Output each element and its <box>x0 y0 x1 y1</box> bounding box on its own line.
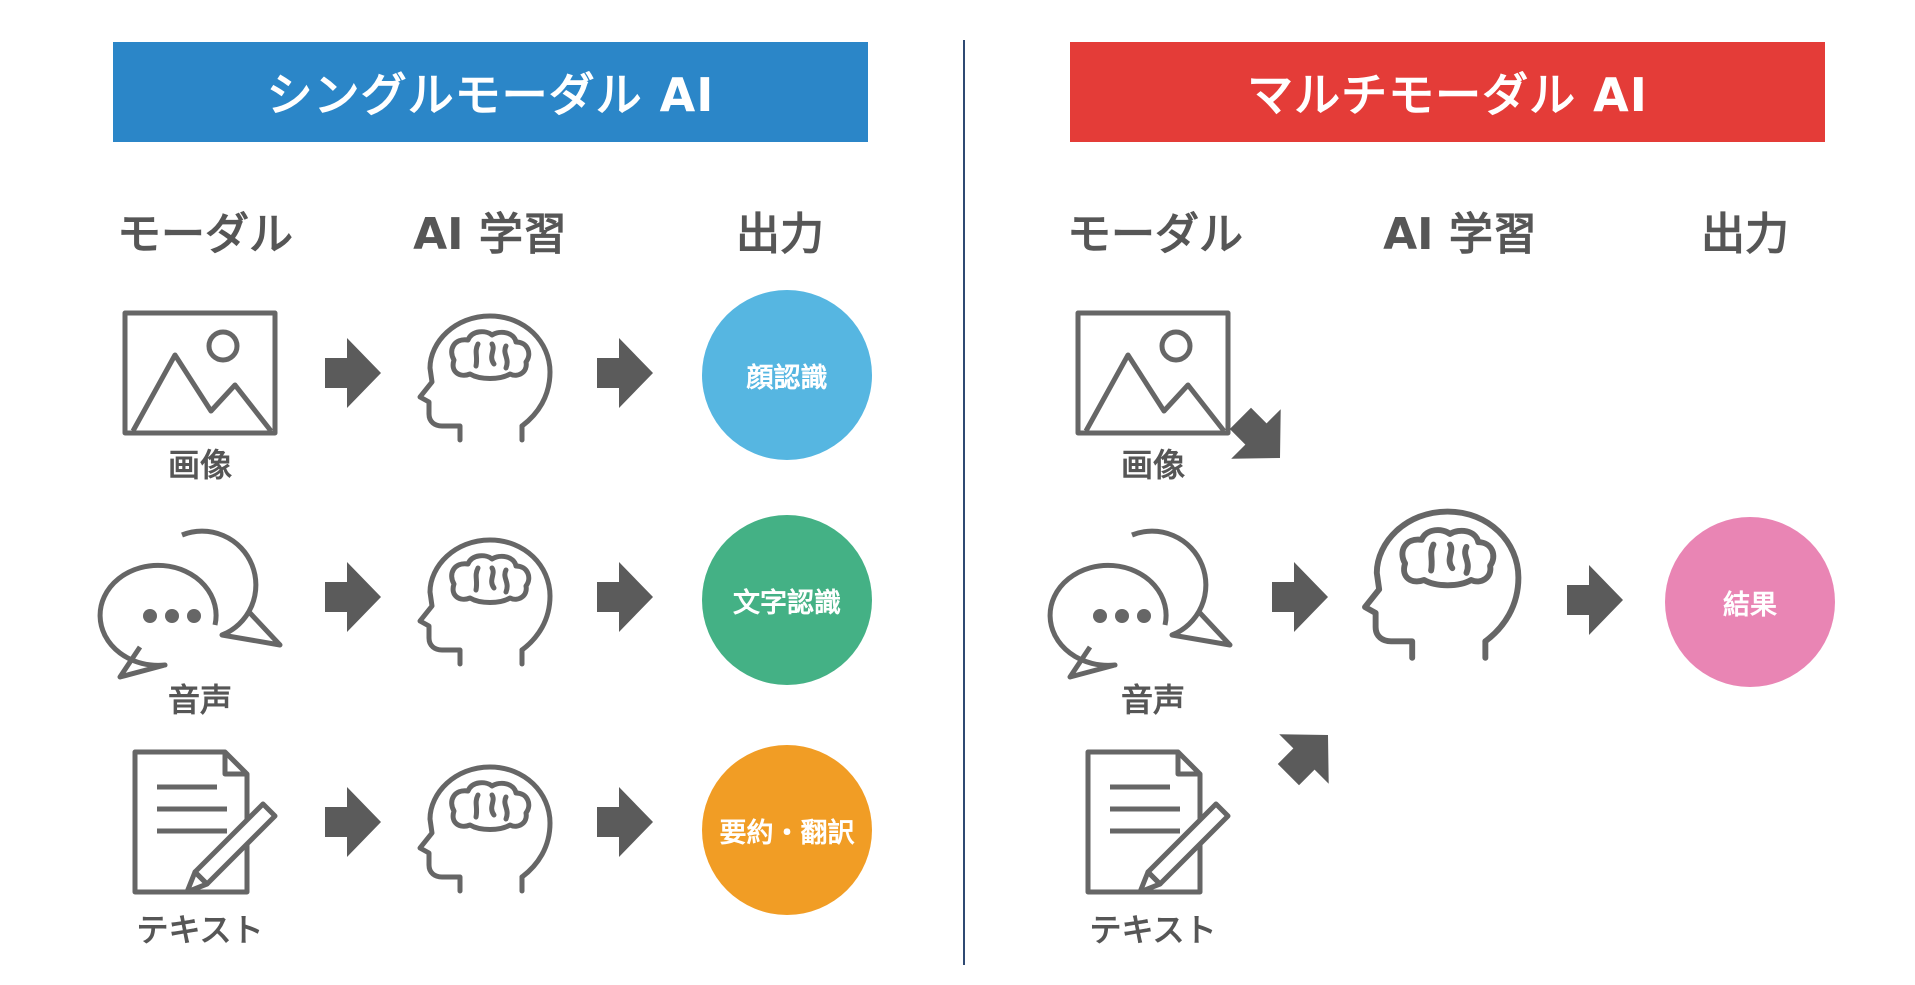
output-label-speech: 文字認識 <box>733 587 841 619</box>
speech-bubbles-icon <box>100 531 280 677</box>
arrow-right-icon <box>597 787 653 857</box>
output-circle-result: 結果 <box>1665 517 1835 687</box>
single-col-head-learning: AI 学習 <box>413 209 567 260</box>
multi-col-head-modal: モーダル <box>1067 209 1243 260</box>
head-brain-icon <box>420 316 550 440</box>
multi-col-head-learning: AI 学習 <box>1383 209 1537 260</box>
input-label-audio: 音声 <box>1120 681 1185 719</box>
document-pencil-icon <box>135 752 275 892</box>
speech-bubbles-icon <box>1050 531 1230 677</box>
output-label-face: 顔認識 <box>746 362 828 394</box>
head-brain-icon <box>420 767 550 891</box>
input-label-image: 画像 <box>1120 446 1185 484</box>
input-label-text: テキスト <box>1089 911 1217 949</box>
arrow-right-icon <box>325 562 381 632</box>
output-label-summary: 要約・翻訳 <box>719 817 855 849</box>
single-col-head-modal: モーダル <box>117 209 293 260</box>
output-label-result: 結果 <box>1723 589 1777 621</box>
head-brain-icon <box>1365 512 1518 658</box>
single-modal-header: シングルモーダル AI <box>113 42 868 142</box>
arrow-right-icon <box>1272 562 1328 632</box>
output-circle-summary: 要約・翻訳 <box>702 745 872 915</box>
head-brain-icon <box>420 540 550 664</box>
arrow-right-icon <box>325 787 381 857</box>
arrow-right-icon <box>1567 565 1623 635</box>
arrow-right-icon <box>597 338 653 408</box>
multi-modal-header: マルチモーダル AI <box>1070 42 1825 142</box>
arrow-right-icon <box>597 562 653 632</box>
image-icon <box>1078 313 1228 433</box>
arrow-right-icon <box>325 338 381 408</box>
image-icon <box>125 313 275 433</box>
single-modal-title: シングルモーダル AI <box>266 68 715 122</box>
output-circle-speech: 文字認識 <box>702 515 872 685</box>
multi-modal-title: マルチモーダル AI <box>1247 68 1648 122</box>
arrow-up-right-icon <box>1263 710 1353 800</box>
document-pencil-icon <box>1088 752 1228 892</box>
input-label-text: テキスト <box>136 911 264 949</box>
output-circle-face: 顔認識 <box>702 290 872 460</box>
single-col-head-output: 出力 <box>736 209 824 260</box>
input-label-audio: 音声 <box>167 681 232 719</box>
input-label-image: 画像 <box>167 446 232 484</box>
multi-col-head-output: 出力 <box>1701 209 1789 260</box>
